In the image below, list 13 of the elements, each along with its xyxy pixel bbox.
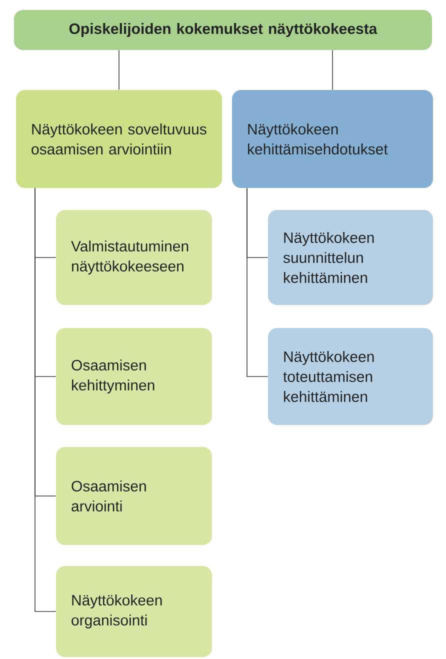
theme-box: Näyttökokeen organisointi xyxy=(56,566,212,657)
theme-box: Osaamisen arviointi xyxy=(56,447,212,545)
theme-box: Valmistautuminen näyttökokeeseen xyxy=(56,210,212,305)
theme-box: Osaamisen kehittyminen xyxy=(56,328,212,425)
category-box: Näyttökokeen soveltuvuus osaamisen arviointiin xyxy=(16,90,222,188)
connector-line xyxy=(34,188,56,612)
connector-line xyxy=(118,50,120,90)
theme-box: Näyttökokeen toteuttamisen kehittäminen xyxy=(268,328,433,425)
title-box: Opiskelijoiden kokemukset näyttökokeesta xyxy=(14,10,432,50)
theme-box: Näyttökokeen suunnittelun kehittäminen xyxy=(268,210,433,305)
category-box: Näyttökokeen kehittämisehdotukset xyxy=(232,90,433,188)
connector-line xyxy=(332,50,333,90)
connector-line xyxy=(246,188,268,377)
